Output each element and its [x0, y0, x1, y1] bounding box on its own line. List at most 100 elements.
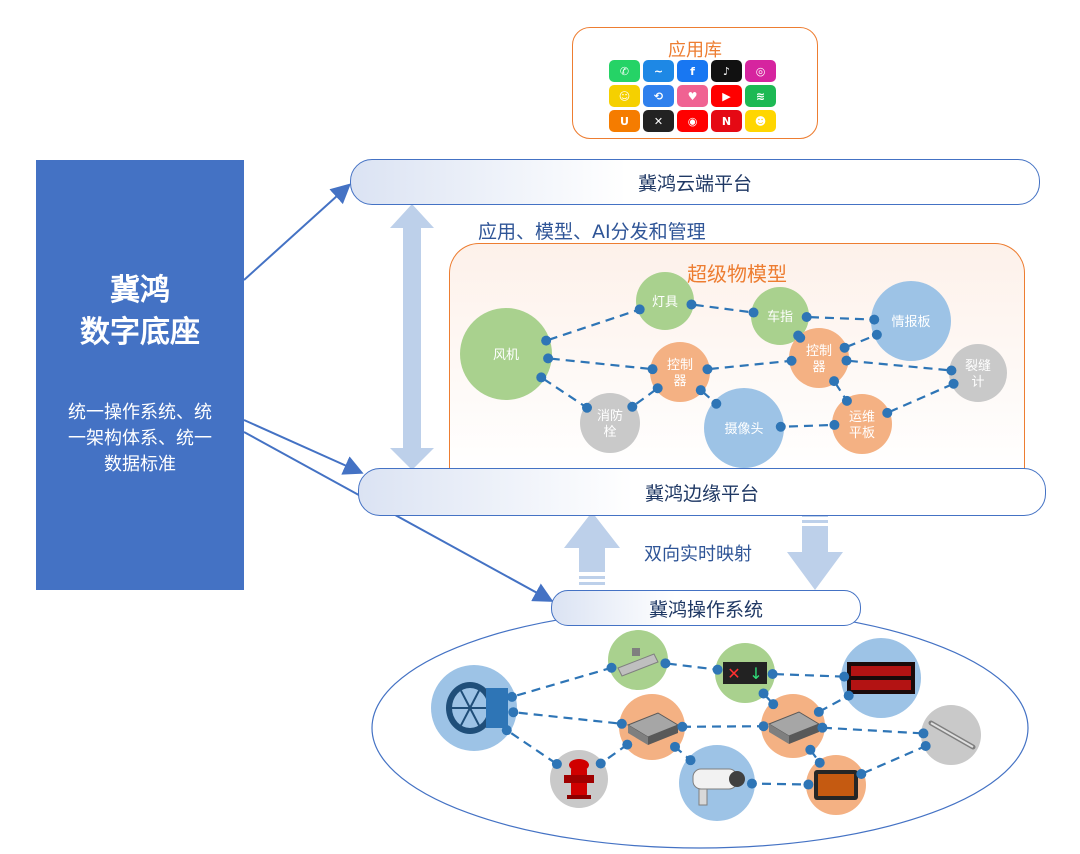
uc-browser-icon: U	[609, 110, 640, 132]
connector-dot	[758, 721, 769, 732]
connector-dot	[660, 658, 671, 669]
model-node-board: 情报板	[871, 281, 951, 361]
connector-dot	[508, 707, 519, 718]
link-lane-ctrl2	[744, 672, 794, 727]
distribution-label: 应用、模型、AI分发和管理	[478, 221, 706, 243]
arrow-to-edge	[243, 419, 364, 475]
connector-dot	[551, 759, 562, 770]
device-node-lane: ✕↓	[715, 643, 775, 703]
connector-dot	[829, 376, 840, 387]
device-node-ctrl1	[619, 694, 685, 760]
device-node-fan	[431, 665, 517, 751]
connector-dot	[702, 364, 713, 375]
messenger-icon: ~	[643, 60, 674, 82]
node-label-hydrant: 消防	[597, 408, 623, 424]
node-label-ctrl1: 控制	[667, 358, 693, 373]
super-model-title: 超级物模型	[687, 262, 787, 286]
node-label-ctrl1: 器	[673, 374, 686, 389]
node-label-camera: 摄像头	[724, 422, 763, 437]
connector-dot	[767, 669, 778, 680]
node-label-crack: 计	[971, 375, 984, 390]
connector-dot	[652, 383, 663, 394]
node-label-fan: 风机	[493, 348, 519, 363]
connector-dot	[805, 744, 816, 755]
connector-dot	[758, 688, 769, 699]
connector-dot	[918, 728, 929, 739]
link-ctrl2-crack	[818, 356, 979, 375]
connector-dot	[748, 307, 759, 318]
connector-dot	[871, 329, 882, 340]
fan-device-icon	[446, 682, 508, 734]
connector-dot	[685, 755, 696, 766]
mapping-label: 双向实时映射	[644, 544, 752, 565]
app-library-title: 应用库	[668, 40, 722, 61]
device-node-camera	[679, 745, 755, 821]
node-circle	[751, 287, 809, 345]
device-node-ops	[806, 755, 866, 815]
connector-dot	[786, 355, 797, 366]
model-node-camera: 摄像头	[704, 388, 784, 468]
node-circle	[832, 394, 892, 454]
youtube-icon: ▶	[711, 85, 742, 107]
node-circle	[789, 328, 849, 388]
connector-dot	[795, 332, 806, 343]
connector-dot	[814, 757, 825, 768]
connector-dot	[768, 699, 779, 710]
connector-dot	[746, 778, 757, 789]
connector-dot	[647, 364, 658, 375]
connector-dot	[686, 299, 697, 310]
tablet-device-icon	[814, 770, 858, 800]
svg-text:✕: ✕	[727, 664, 740, 683]
model-node-hydrant: 消防栓	[580, 393, 640, 453]
node-label-ops: 运维	[849, 410, 875, 425]
node-circle	[636, 272, 694, 330]
facebook-icon: f	[677, 60, 708, 82]
connector-dot	[670, 741, 681, 752]
crack-meter-icon	[928, 720, 976, 750]
led-board-icon	[847, 662, 915, 694]
connector-dot	[711, 398, 722, 409]
connector-dot	[841, 395, 852, 406]
connector-dot	[536, 372, 547, 383]
digital-base-panel: 冀鸿 数字底座 统一操作系统、统 一架构体系、统一 数据标准	[36, 160, 244, 590]
arrow-to-cloud	[243, 183, 351, 281]
node-label-ctrl2: 控制	[806, 344, 832, 359]
cloud-platform-bar: 冀鸿云端平台	[350, 159, 1040, 205]
controller-device-icon	[626, 712, 680, 745]
connector-dot	[813, 706, 824, 717]
connector-dot	[803, 779, 814, 790]
connector-dot	[829, 419, 840, 430]
connector-dot	[622, 739, 633, 750]
model-node-ctrl1: 控制器	[650, 342, 710, 402]
instagram-icon: ◎	[745, 60, 776, 82]
node-label-ctrl2: 器	[812, 360, 825, 375]
edge-platform-bar: 冀鸿边缘平台	[358, 468, 1046, 516]
connector-dot	[869, 314, 880, 325]
camera-device-icon	[692, 768, 745, 806]
likee-icon: ♥	[677, 85, 708, 107]
node-label-lamp: 灯具	[652, 295, 678, 310]
connector-dot	[841, 355, 852, 366]
node-circle	[580, 393, 640, 453]
device-node-board	[841, 638, 921, 718]
link-ctrl2-crack	[792, 724, 952, 737]
digital-base-description: 统一操作系统、统 一架构体系、统一 数据标准	[68, 402, 212, 475]
connector-dot	[634, 304, 645, 315]
node-label-hydrant: 栓	[603, 425, 616, 440]
lane-indicator-icon: ✕↓	[723, 662, 767, 684]
node-label-crack: 裂缝	[965, 359, 991, 374]
model-node-ctrl2: 控制器	[789, 328, 849, 388]
connector-dot	[882, 407, 893, 418]
connector-dot	[843, 690, 854, 701]
connector-dot	[582, 402, 593, 413]
connector-dot	[839, 342, 850, 353]
vpn-icon: ✕	[643, 110, 674, 132]
connector-dot	[712, 664, 723, 675]
connector-dot	[677, 721, 688, 732]
shareit-icon: ⟲	[643, 85, 674, 107]
node-circle	[460, 308, 552, 400]
model-node-lane: 车指	[751, 287, 809, 345]
